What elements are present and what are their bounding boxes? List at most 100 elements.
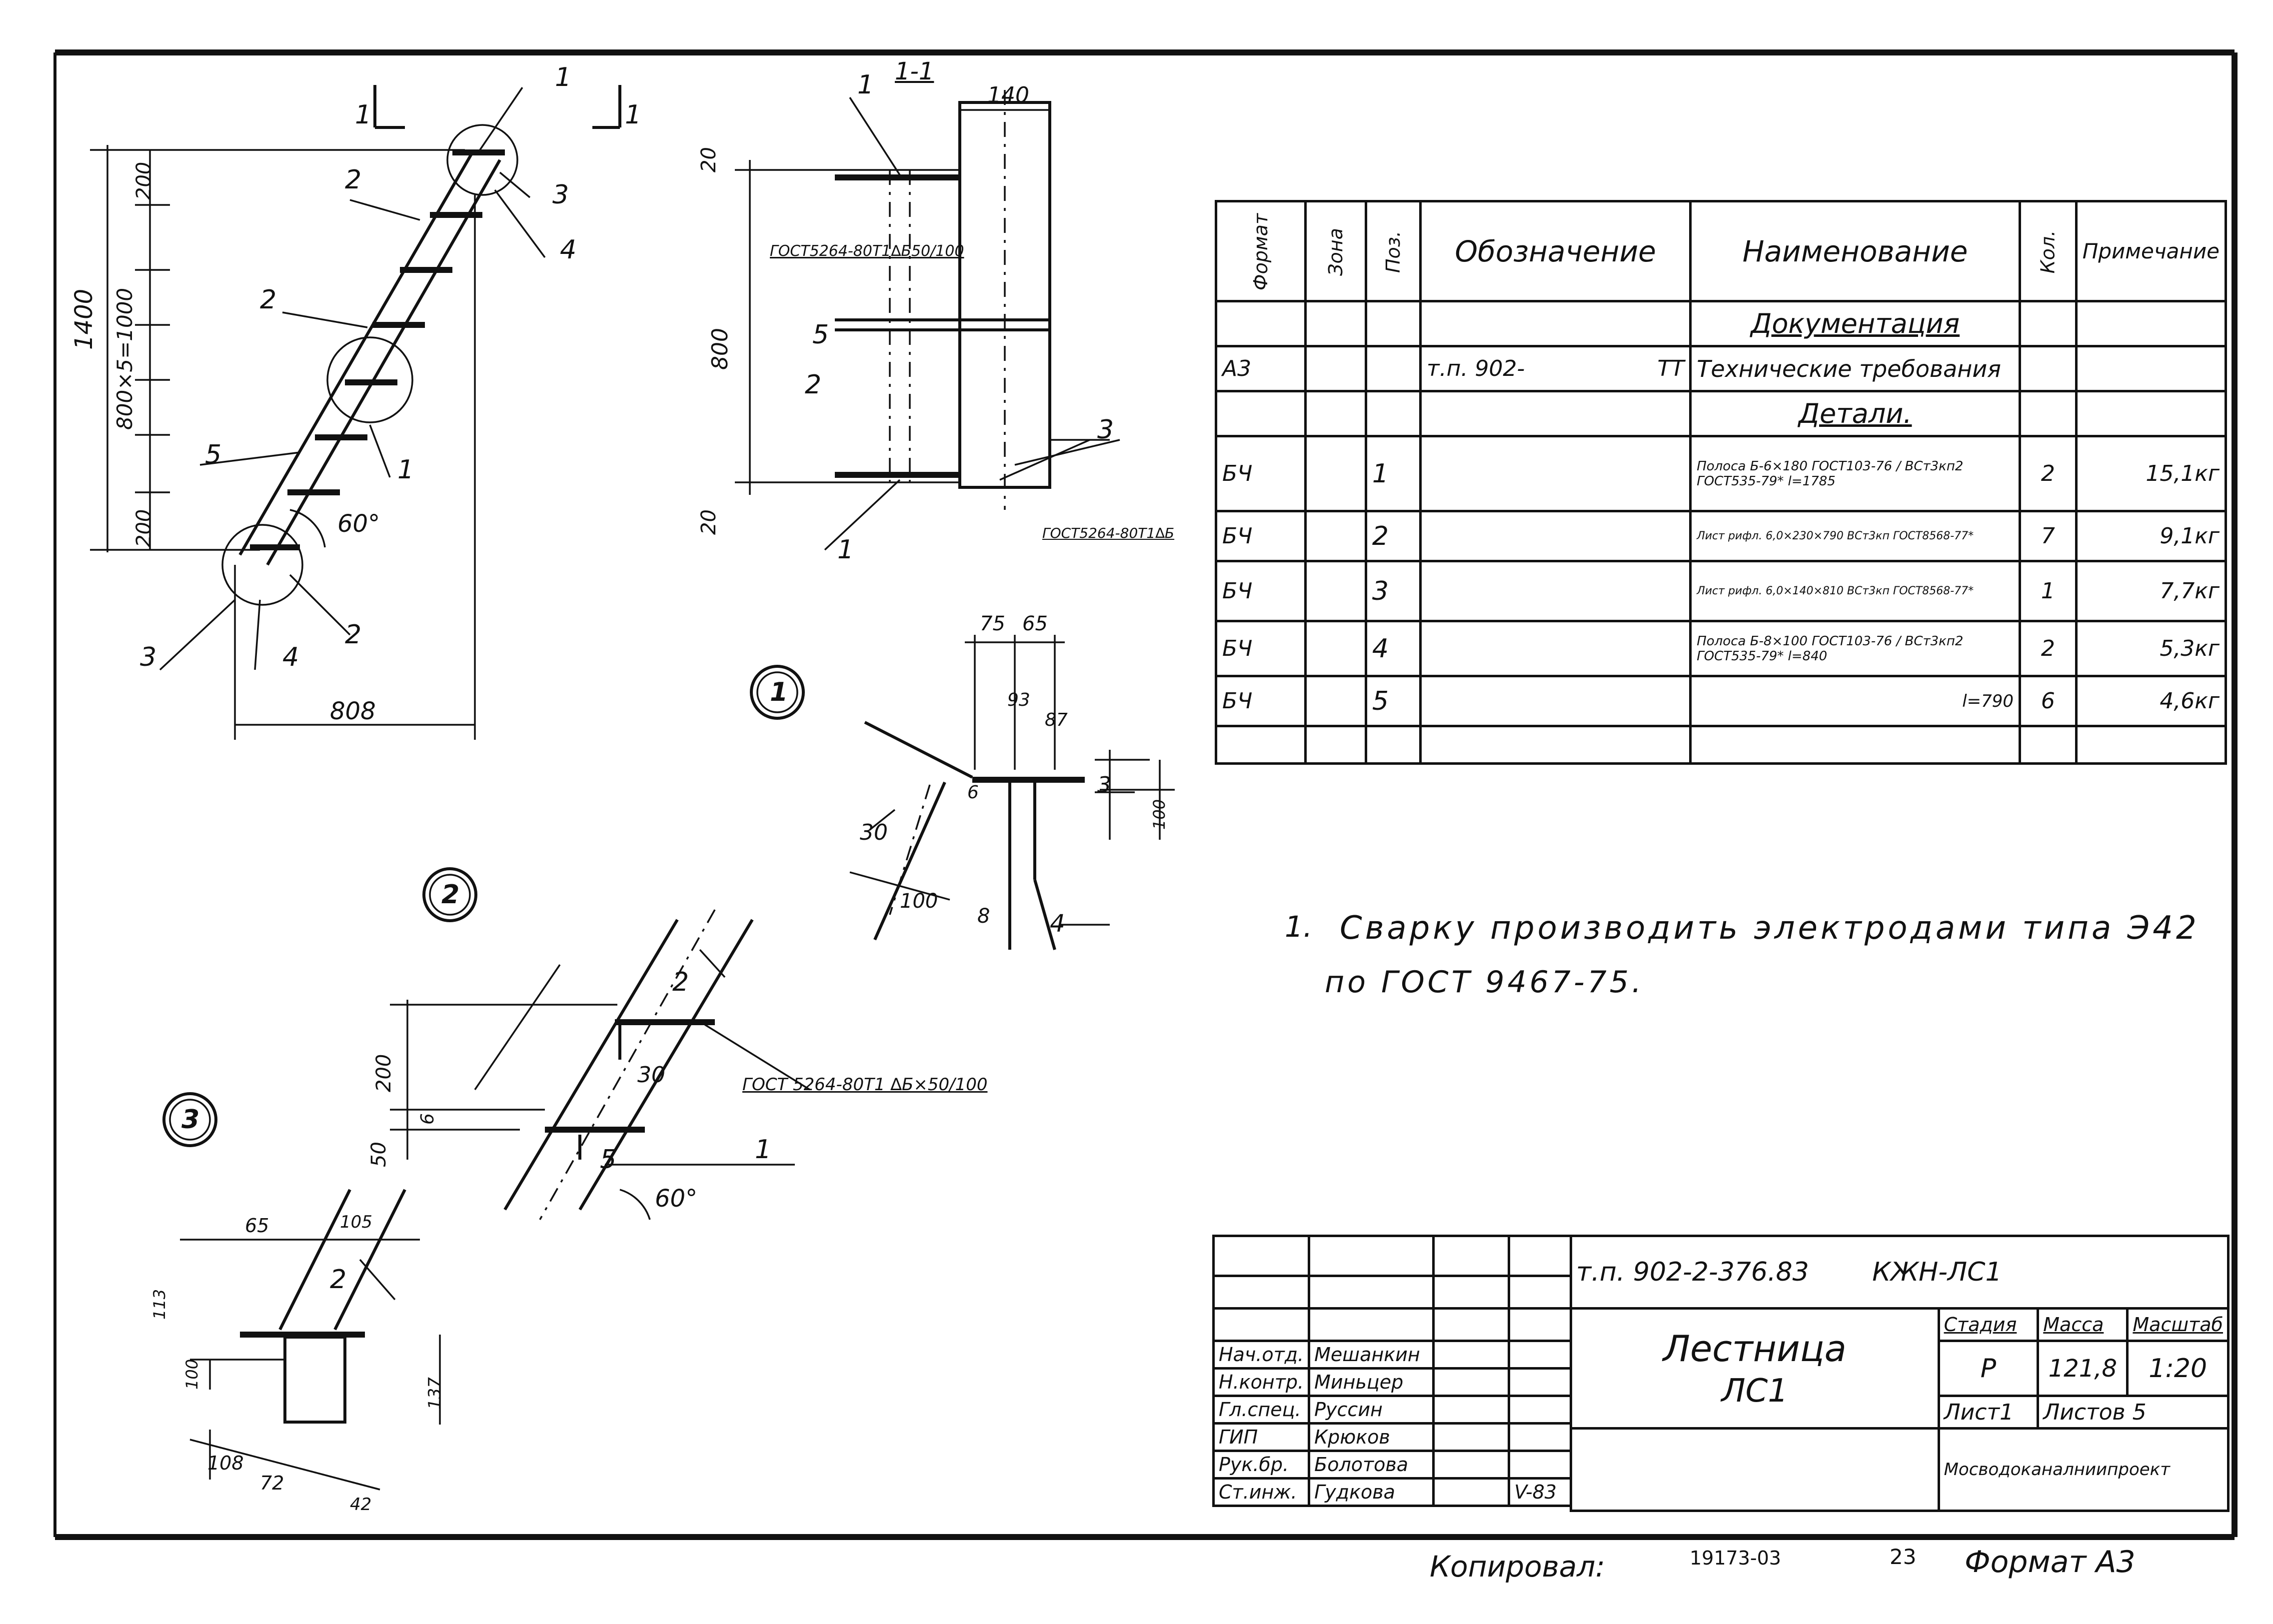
dim-108: 108: [207, 1452, 244, 1474]
dim-140: 140: [987, 82, 1029, 108]
pos-label: 4: [1050, 910, 1065, 938]
pos-label: 3: [1097, 772, 1111, 798]
pos-label: 1: [755, 1135, 772, 1165]
pos-label: 2: [672, 967, 689, 997]
scale-label: Масштаб: [2126, 1307, 2230, 1342]
pos-label: 5: [812, 320, 829, 350]
dim-200-bottom: 200: [132, 509, 155, 547]
project-code: т.п. 902-2-376.83: [1576, 1257, 1809, 1287]
specification-table: Формат Зона Поз. Обозначение Наименовани…: [1214, 200, 2228, 765]
dim-100: 100: [182, 1359, 201, 1390]
dim-8: 8: [977, 905, 990, 928]
header-zone: Зона: [1304, 200, 1367, 302]
note-number: 1.: [1285, 910, 1313, 944]
mass-value: 121,8: [2037, 1340, 2129, 1397]
sheet-frame: [53, 49, 2238, 1540]
pos-label: 1: [397, 455, 414, 485]
sheet-number: Лист1: [1937, 1395, 2040, 1430]
signature-row: Гл.спец.Руссин: [1212, 1395, 1572, 1425]
dim-100-right: 100: [1150, 799, 1169, 830]
dim-50: 50: [367, 1142, 390, 1167]
header-qty: Кол.: [2019, 200, 2078, 302]
pos-label: 2: [345, 165, 362, 195]
dim-65: 65: [245, 1215, 269, 1237]
note-line-2: по ГОСТ 9467-75.: [1325, 965, 1645, 1000]
section-1-1-view: [735, 90, 1120, 551]
pos-label: 2: [805, 370, 822, 400]
dim-72: 72: [260, 1472, 284, 1494]
stage-value: Р: [1937, 1340, 2040, 1397]
weld-note: ГОСТ5264-80Т1∆Б: [1042, 525, 1175, 541]
date: V-83: [1508, 1477, 1572, 1507]
dim-75: 75: [980, 612, 1005, 635]
pos-label: 1: [837, 535, 854, 565]
dim-6: 6: [417, 1113, 438, 1125]
pos-label: 3: [1097, 415, 1114, 445]
format-label: Формат А3: [1965, 1545, 2136, 1580]
title-block-main: т.п. 902-2-376.83 КЖН-ЛС1 Лестница ЛС1 С…: [1570, 1235, 2230, 1512]
dim-42: 42: [350, 1495, 372, 1515]
dim-808: 808: [330, 697, 376, 725]
table-row: Детали.: [1214, 390, 2228, 437]
dim-100-left: 100: [900, 890, 938, 913]
detail-3-view: [162, 1092, 441, 1491]
pos-label: 1: [555, 62, 572, 92]
section-cut-label-left: 1: [355, 100, 372, 130]
dim-65: 65: [1022, 612, 1048, 635]
drawing-subtitle: ЛС1: [1721, 1372, 1789, 1410]
title-block-signatures: Нач.отд.Мешанкин Н.контр.Миньцер Гл.спец…: [1212, 1235, 1572, 1507]
pos-label: 4: [560, 235, 577, 265]
dim-137: 137: [425, 1377, 445, 1410]
scale-value: 1:20: [2126, 1340, 2230, 1397]
section-cut-label-right: 1: [625, 100, 642, 130]
section-heading: Документация: [1689, 300, 2022, 347]
header-note: Примечание: [2075, 200, 2228, 302]
dim-30: 30: [860, 820, 888, 845]
mass-label: Масса: [2037, 1307, 2129, 1342]
pos-label: 5: [600, 1145, 617, 1175]
pos-label: 1: [857, 70, 874, 100]
pos-label: 3: [140, 642, 157, 672]
dim-200-top: 200: [132, 161, 155, 200]
archive-number: 19173-03: [1690, 1547, 1781, 1569]
signature-row: Нач.отд.Мешанкин: [1212, 1340, 1572, 1370]
stair-main-view: [90, 85, 621, 740]
dim-20-bottom: 20: [697, 509, 720, 535]
page-number: 23: [1890, 1545, 1917, 1569]
dim-6: 6: [967, 782, 979, 803]
dim-30: 30: [637, 1062, 665, 1088]
copied-by: Копировал:: [1430, 1550, 1605, 1584]
dim-800x5: 800×5=1000: [112, 287, 137, 430]
weld-note: ГОСТ 5264-80Т1 ∆Б×50/100: [742, 1075, 988, 1095]
detail-2-view: [390, 867, 810, 1220]
sheet-count: Листов 5: [2037, 1395, 2230, 1430]
dim-1400: 1400: [70, 288, 98, 350]
pos-label: 4: [282, 642, 299, 672]
dim-87: 87: [1045, 710, 1068, 730]
dim-105: 105: [340, 1212, 372, 1232]
detail-number-2: 2: [441, 880, 460, 910]
header-format: Формат: [1214, 200, 1307, 302]
header-designation: Обозначение: [1419, 200, 1692, 302]
organization: Мосводоканалниипроект: [1937, 1427, 2230, 1512]
weld-note: ГОСТ5264-80Т1∆Б50/100: [770, 242, 964, 260]
pos-label: 2: [260, 285, 277, 315]
dim-800: 800: [707, 328, 733, 370]
table-row: [1214, 725, 2228, 765]
table-row: Документация: [1214, 300, 2228, 347]
header-name: Наименование: [1689, 200, 2022, 302]
header-pos: Поз.: [1364, 200, 1422, 302]
pos-label: 5: [205, 440, 222, 470]
detail-1-view: [750, 635, 1175, 950]
dim-200: 200: [372, 1054, 395, 1092]
drawing-title: Лестница: [1663, 1327, 1847, 1370]
section-mark: 1-1: [895, 57, 934, 85]
angle-60: 60°: [655, 1185, 698, 1213]
